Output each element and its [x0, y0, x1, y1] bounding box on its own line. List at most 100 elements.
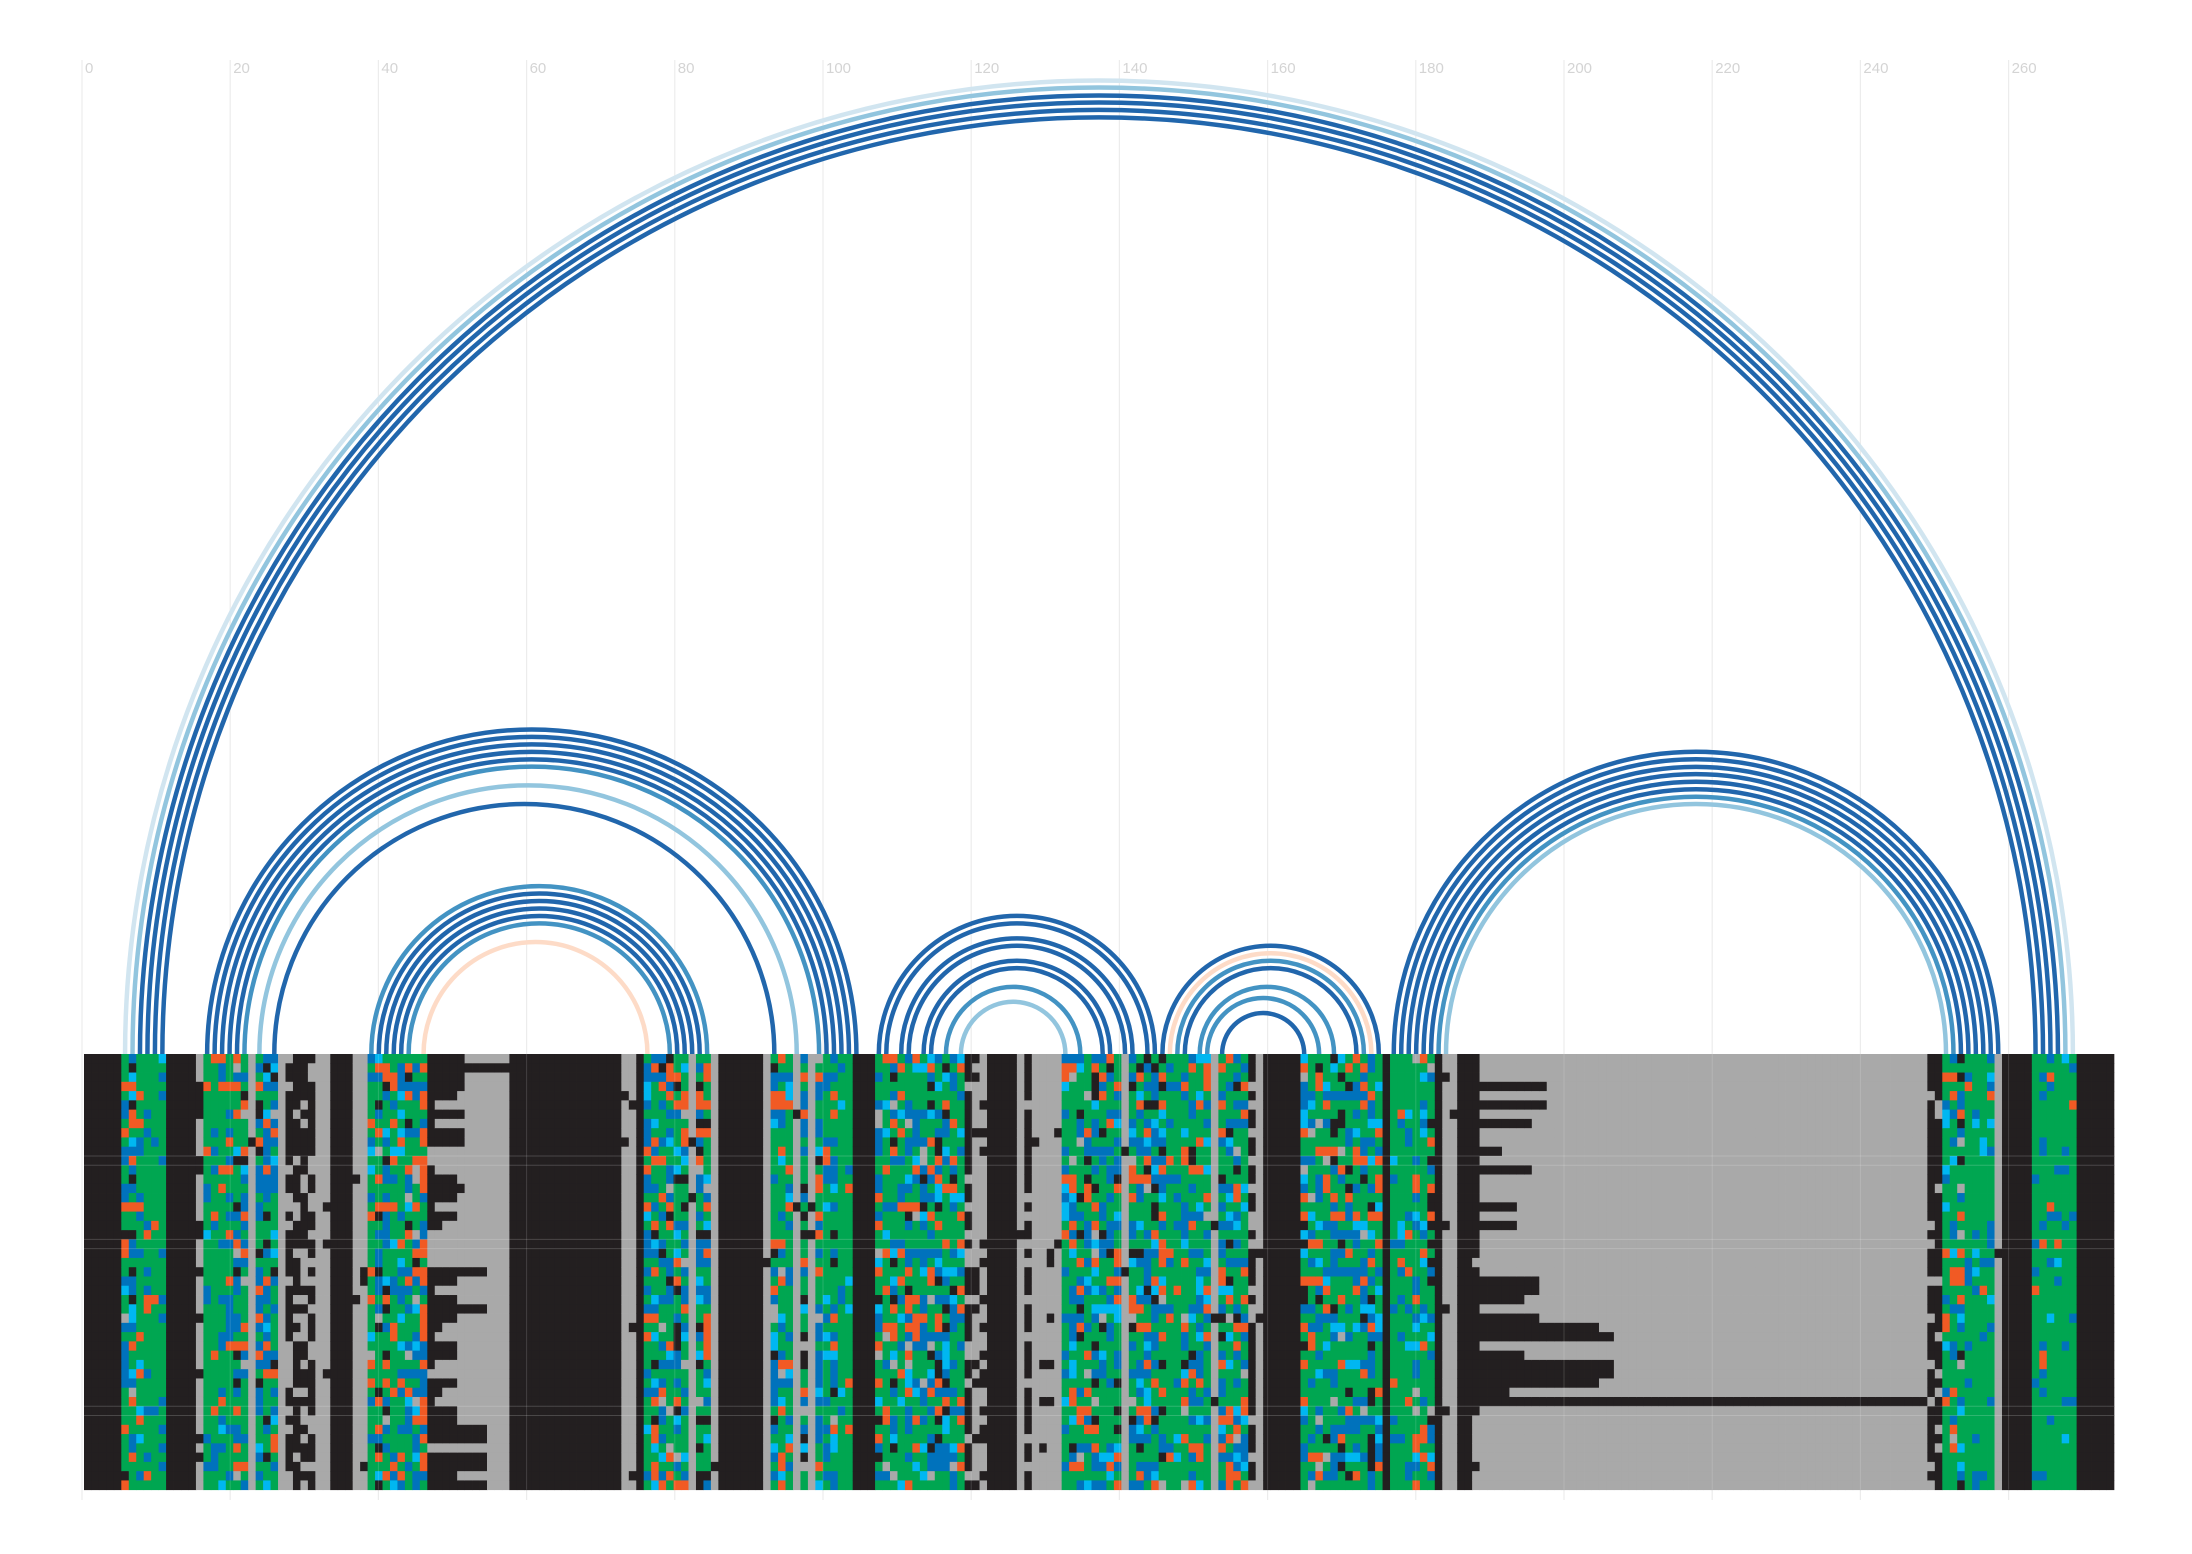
heatmap-cell: [658, 1091, 667, 1101]
heatmap-cell: [188, 1109, 197, 1120]
heatmap-cell: [173, 1193, 182, 1203]
heatmap-cell: [292, 1193, 301, 1203]
heatmap-cell: [233, 1350, 242, 1361]
heatmap-cell: [412, 1230, 421, 1240]
heatmap-cell: [837, 1230, 846, 1240]
heatmap-cell: [106, 1387, 115, 1398]
heatmap-cell: [606, 1415, 615, 1426]
heatmap-cell: [330, 1128, 339, 1138]
heatmap-cell: [98, 1313, 107, 1324]
heatmap-cell: [569, 1452, 577, 1463]
heatmap-cell: [710, 1174, 719, 1185]
heatmap-cell: [464, 1155, 473, 1166]
heatmap-cell: [501, 1174, 510, 1185]
heatmap-cell: [733, 1174, 742, 1185]
heatmap-cell: [822, 1295, 831, 1305]
heatmap-cell: [307, 1267, 316, 1277]
heatmap-cell: [778, 1276, 786, 1287]
heatmap-cell: [166, 1137, 174, 1148]
heatmap-cell: [613, 1239, 622, 1250]
heatmap-cell: [740, 1220, 749, 1231]
heatmap-cell: [763, 1091, 771, 1101]
heatmap-cell: [225, 1332, 234, 1342]
heatmap-cell: [84, 1146, 92, 1157]
heatmap-cell: [710, 1267, 719, 1277]
heatmap-cell: [449, 1211, 458, 1222]
heatmap-cell: [681, 1350, 689, 1361]
heatmap-cell: [584, 1359, 592, 1370]
heatmap-cell: [516, 1359, 525, 1370]
heatmap-cell: [845, 1081, 854, 1092]
heatmap-cell: [636, 1276, 645, 1287]
heatmap-cell: [195, 1332, 204, 1342]
heatmap-cell: [770, 1165, 779, 1175]
heatmap-cell: [263, 1174, 271, 1185]
heatmap-cell: [121, 1461, 130, 1472]
heatmap-cell: [263, 1202, 271, 1212]
heatmap-cell: [255, 1128, 264, 1138]
heatmap-cell: [121, 1081, 130, 1092]
heatmap-cell: [509, 1193, 518, 1203]
heatmap-cell: [337, 1396, 346, 1407]
heatmap-cell: [240, 1443, 249, 1454]
heatmap-cell: [255, 1091, 264, 1101]
heatmap-cell: [815, 1341, 824, 1352]
heatmap-cell: [91, 1276, 100, 1287]
heatmap-cell: [703, 1434, 712, 1444]
heatmap-cell: [307, 1341, 316, 1352]
heatmap-cell: [539, 1211, 548, 1222]
heatmap-cell: [404, 1128, 413, 1138]
heatmap-cell: [427, 1063, 436, 1073]
heatmap-cell: [852, 1332, 861, 1342]
heatmap-cell: [367, 1387, 376, 1398]
heatmap-cell: [300, 1350, 309, 1361]
heatmap-cell: [449, 1359, 458, 1370]
heatmap-cell: [703, 1359, 712, 1370]
heatmap-cell: [427, 1322, 436, 1333]
heatmap-cell: [524, 1387, 533, 1398]
heatmap-cell: [546, 1350, 555, 1361]
heatmap-cell: [464, 1118, 473, 1129]
heatmap-cell: [195, 1341, 204, 1352]
heatmap-cell: [651, 1239, 660, 1250]
heatmap-cell: [457, 1174, 466, 1185]
heatmap-cell: [673, 1220, 682, 1231]
heatmap-cell: [352, 1471, 361, 1481]
heatmap-cell: [143, 1220, 152, 1231]
heatmap-cell: [218, 1155, 227, 1166]
heatmap-cell: [860, 1239, 869, 1250]
heatmap-cell: [822, 1285, 831, 1296]
heatmap-cell: [703, 1146, 712, 1157]
heatmap-cell: [412, 1452, 421, 1463]
heatmap-cell: [166, 1304, 174, 1314]
heatmap-cell: [389, 1424, 398, 1435]
heatmap-cell: [84, 1276, 92, 1287]
heatmap-cell: [546, 1369, 555, 1379]
heatmap-cell: [755, 1313, 764, 1324]
heatmap-cell: [218, 1239, 227, 1250]
heatmap-cell: [501, 1267, 510, 1277]
heatmap-cell: [539, 1471, 548, 1481]
heatmap-cell: [688, 1128, 697, 1138]
heatmap-cell: [613, 1137, 622, 1148]
heatmap-cell: [494, 1193, 503, 1203]
heatmap-cell: [852, 1202, 861, 1212]
heatmap-cell: [822, 1378, 831, 1389]
heatmap-cell: [733, 1313, 742, 1324]
heatmap-cell: [815, 1304, 824, 1314]
heatmap-cell: [322, 1155, 331, 1166]
heatmap-cell: [352, 1220, 361, 1231]
heatmap-cell: [576, 1471, 585, 1481]
heatmap-cell: [807, 1063, 816, 1073]
heatmap-cell: [352, 1248, 361, 1259]
heatmap-cell: [509, 1257, 518, 1268]
heatmap-cell: [472, 1128, 480, 1138]
heatmap-cell: [815, 1406, 824, 1416]
heatmap-cell: [397, 1406, 406, 1416]
heatmap-cell: [718, 1183, 727, 1194]
heatmap-cell: [84, 1378, 92, 1389]
heatmap-cell: [457, 1091, 466, 1101]
heatmap-cell: [778, 1165, 786, 1175]
heatmap-cell: [375, 1415, 383, 1426]
heatmap-cell: [822, 1193, 831, 1203]
